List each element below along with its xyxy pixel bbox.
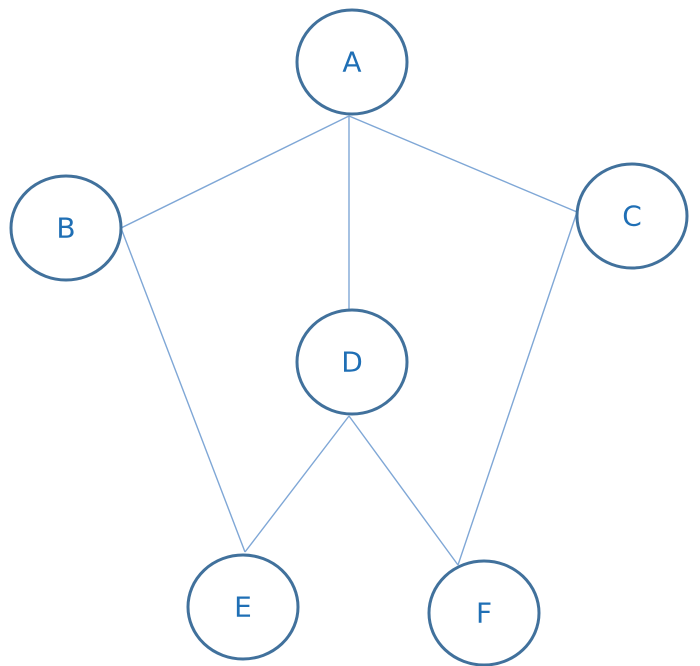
edge-a-b — [120, 115, 350, 229]
edges-layer — [120, 115, 578, 566]
node-e-label: E — [234, 591, 252, 624]
node-f-label: F — [476, 597, 492, 630]
edge-c-f — [457, 211, 578, 566]
node-c-label: C — [622, 200, 642, 233]
node-d-circle — [295, 308, 409, 416]
node-b-label: B — [56, 212, 75, 245]
nodes-layer: A B C D E F — [9, 8, 689, 666]
node-d: D — [295, 308, 409, 416]
node-b: B — [9, 174, 123, 282]
node-e: E — [186, 553, 300, 661]
edge-a-c — [348, 115, 578, 213]
node-c-circle — [575, 162, 689, 270]
node-f-circle — [427, 559, 541, 666]
node-b-circle — [9, 174, 123, 282]
node-a: A — [295, 8, 409, 116]
node-e-circle — [186, 553, 300, 661]
node-a-label: A — [342, 46, 361, 79]
edge-d-e — [244, 415, 350, 553]
node-f: F — [427, 559, 541, 666]
edge-d-f — [348, 415, 459, 566]
node-d-label: D — [341, 346, 363, 379]
edge-b-e — [120, 227, 246, 553]
node-c: C — [575, 162, 689, 270]
node-a-circle — [295, 8, 409, 116]
